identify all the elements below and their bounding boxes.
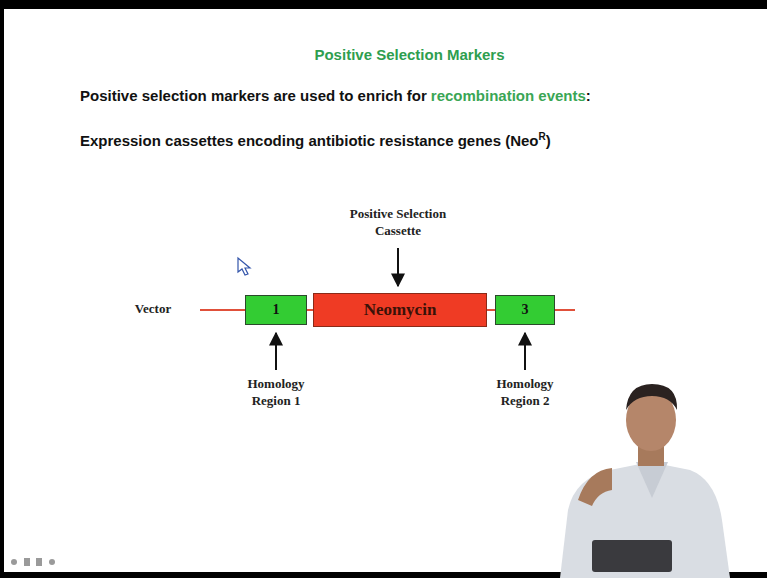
video-border (0, 0, 767, 9)
box-text: 1 (273, 302, 280, 318)
selection-cassette-box: Neomycin (313, 293, 487, 327)
body-text: : (586, 87, 591, 104)
bullet-line: Positive selection markers are used to e… (80, 87, 591, 104)
homology-box: 1 (245, 295, 307, 325)
body-text: ) (546, 132, 551, 149)
pointer-arrow (275, 333, 277, 370)
body-text: Positive selection markers are used to e… (80, 87, 427, 104)
box-text: 3 (522, 302, 529, 318)
video-border (0, 0, 4, 578)
vector-label: Vector (118, 301, 188, 318)
body-text: Expression cassettes encoding antibiotic… (80, 132, 539, 149)
player-controls (11, 558, 55, 566)
presenter-figure (560, 384, 730, 578)
pointer-arrow (397, 248, 399, 286)
superscript: R (539, 131, 546, 142)
slide-title: Positive Selection Markers (0, 46, 767, 63)
pointer-arrow (524, 333, 526, 370)
homology-box: 3 (495, 295, 555, 325)
highlight-text: recombination events (431, 87, 586, 104)
homology-label: Homology Region 2 (483, 376, 567, 410)
cursor-icon (238, 258, 250, 275)
box-text: Neomycin (364, 300, 437, 320)
bullet-line: Expression cassettes encoding antibiotic… (80, 131, 551, 149)
homology-label: Homology Region 1 (234, 376, 318, 410)
cassette-label: Positive Selection Cassette (328, 206, 468, 240)
